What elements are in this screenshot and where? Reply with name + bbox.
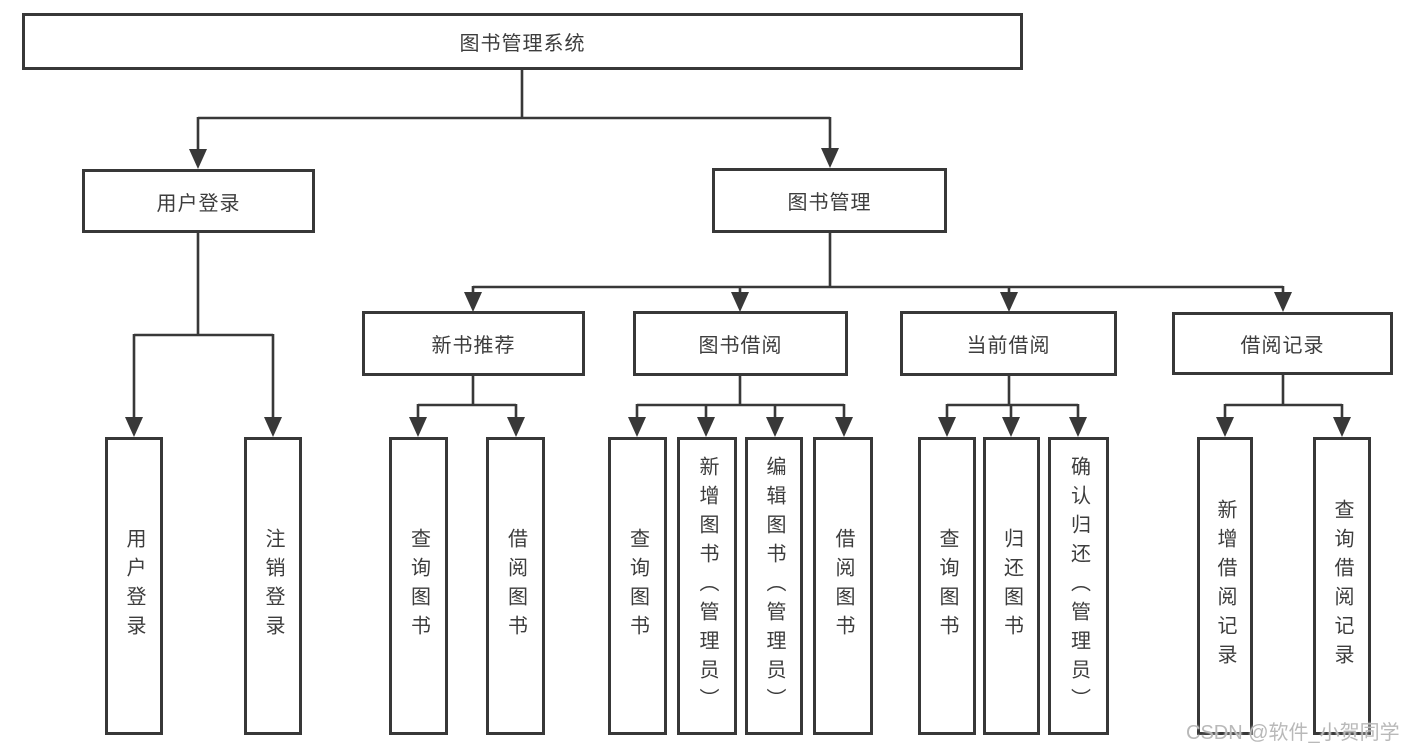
connector-root-to-level2 bbox=[189, 70, 839, 169]
node-label: 查询图书 bbox=[936, 528, 958, 644]
node-label: 图书管理 bbox=[787, 192, 872, 214]
node-leaf-query-books-current: 查询图书 bbox=[918, 437, 976, 735]
node-system-root: 图书管理系统 bbox=[22, 13, 1023, 70]
node-label: 确认归还（管理员） bbox=[1067, 455, 1090, 717]
node-label: 查询图书 bbox=[407, 528, 430, 644]
node-label: 查询借阅记录 bbox=[1331, 499, 1353, 673]
node-label: 新增图书（管理员） bbox=[696, 455, 718, 717]
connector-newbook-to-children bbox=[409, 376, 525, 437]
csdn-watermark: CSDN @软件_小贺同学 bbox=[1186, 722, 1400, 744]
node-leaf-edit-book-admin: 编辑图书（管理员） bbox=[745, 437, 803, 735]
node-label: 新增借阅记录 bbox=[1214, 499, 1236, 673]
node-user-login: 用户登录 bbox=[82, 169, 315, 233]
node-new-book-recommend: 新书推荐 bbox=[362, 311, 585, 376]
node-label: 图书管理系统 bbox=[459, 33, 586, 55]
node-label: 查询图书 bbox=[626, 528, 649, 644]
node-label: 借阅记录 bbox=[1240, 335, 1325, 357]
node-leaf-user-login: 用户登录 bbox=[105, 437, 163, 735]
node-leaf-logout: 注销登录 bbox=[244, 437, 302, 735]
node-leaf-query-books-recommend: 查询图书 bbox=[389, 437, 448, 735]
node-current-borrow: 当前借阅 bbox=[900, 311, 1117, 376]
node-book-management: 图书管理 bbox=[712, 168, 947, 233]
node-leaf-add-book-admin: 新增图书（管理员） bbox=[677, 437, 737, 735]
node-leaf-query-books-borrow: 查询图书 bbox=[608, 437, 667, 735]
node-borrow-records: 借阅记录 bbox=[1172, 312, 1393, 375]
node-label: 归还图书 bbox=[1000, 528, 1023, 644]
node-leaf-borrow-books-recommend: 借阅图书 bbox=[486, 437, 545, 735]
connector-records-to-children bbox=[1216, 375, 1351, 437]
node-leaf-query-borrow-record: 查询借阅记录 bbox=[1313, 437, 1371, 735]
node-leaf-confirm-return-admin: 确认归还（管理员） bbox=[1048, 437, 1109, 735]
node-label: 借阅图书 bbox=[832, 528, 854, 644]
connector-bookmgmt-to-level3 bbox=[464, 233, 1292, 312]
node-label: 编辑图书（管理员） bbox=[763, 455, 785, 717]
node-label: 注销登录 bbox=[262, 528, 284, 644]
connector-borrow-to-children bbox=[628, 376, 853, 437]
node-book-borrow: 图书借阅 bbox=[633, 311, 848, 376]
node-leaf-borrow-books: 借阅图书 bbox=[813, 437, 873, 735]
node-label: 当前借阅 bbox=[966, 335, 1051, 357]
node-label: 图书借阅 bbox=[698, 335, 783, 357]
node-label: 用户登录 bbox=[156, 192, 241, 215]
connector-userlogin-to-children bbox=[125, 233, 282, 437]
connector-current-to-children bbox=[938, 376, 1087, 437]
node-leaf-return-book: 归还图书 bbox=[983, 437, 1040, 735]
node-label: 借阅图书 bbox=[504, 528, 527, 644]
node-leaf-add-borrow-record: 新增借阅记录 bbox=[1197, 437, 1253, 735]
node-label: 新书推荐 bbox=[431, 335, 516, 357]
node-label: 用户登录 bbox=[123, 528, 145, 644]
